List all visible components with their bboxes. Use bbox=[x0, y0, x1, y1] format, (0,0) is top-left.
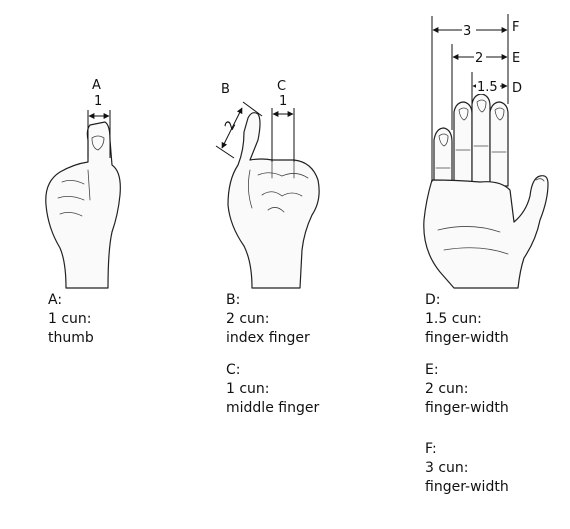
label-f-letter: F bbox=[512, 20, 519, 35]
caption-a: A: 1 cun: thumb bbox=[48, 291, 94, 348]
caption-a-desc: thumb bbox=[48, 330, 94, 346]
caption-d-measure: 1.5 cun: bbox=[425, 311, 482, 327]
caption-c-measure: 1 cun: bbox=[226, 381, 270, 397]
caption-b: B: 2 cun: index finger bbox=[226, 291, 310, 348]
caption-d-head: D: bbox=[425, 292, 441, 308]
caption-e-head: E: bbox=[425, 362, 439, 378]
caption-f-desc: finger-width bbox=[425, 479, 509, 495]
caption-b-head: B: bbox=[226, 292, 241, 308]
measure-c: C 1 bbox=[271, 79, 295, 162]
label-b-letter: B bbox=[221, 82, 230, 97]
caption-f: F: 3 cun: finger-width bbox=[425, 440, 509, 497]
caption-b-measure: 2 cun: bbox=[226, 311, 270, 327]
caption-f-head: F: bbox=[425, 441, 437, 457]
label-f-value: 3 bbox=[463, 24, 471, 39]
caption-a-measure: 1 cun: bbox=[48, 311, 92, 327]
thumb-hand-illustration bbox=[45, 121, 121, 289]
label-e-value: 2 bbox=[475, 51, 483, 66]
caption-d: D: 1.5 cun: finger-width bbox=[425, 291, 509, 348]
caption-a-head: A: bbox=[48, 292, 63, 308]
caption-c-desc: middle finger bbox=[226, 400, 320, 416]
caption-c-head: C: bbox=[226, 362, 241, 378]
caption-d-desc: finger-width bbox=[425, 330, 509, 346]
label-d-letter: D bbox=[512, 81, 522, 96]
measure-def: 3 2 1.5 F E D bbox=[431, 14, 522, 182]
cun-measurement-diagram: A 1 B 2 C 1 bbox=[45, 14, 549, 289]
label-d-value: 1.5 bbox=[477, 80, 498, 95]
label-a-value: 1 bbox=[94, 94, 102, 109]
caption-e-measure: 2 cun: bbox=[425, 381, 469, 397]
label-b-value: 2 bbox=[222, 119, 239, 133]
label-c-letter: C bbox=[277, 79, 286, 94]
caption-e-desc: finger-width bbox=[425, 400, 509, 416]
measure-a: A 1 bbox=[87, 78, 111, 158]
label-a-letter: A bbox=[92, 78, 101, 93]
caption-c: C: 1 cun: middle finger bbox=[226, 361, 319, 418]
caption-b-desc: index finger bbox=[226, 330, 310, 346]
label-e-letter: E bbox=[512, 51, 520, 66]
caption-e: E: 2 cun: finger-width bbox=[425, 361, 509, 418]
label-c-value: 1 bbox=[279, 94, 287, 109]
open-hand-illustration bbox=[423, 93, 549, 289]
index-middle-hand-illustration bbox=[227, 112, 320, 289]
caption-f-measure: 3 cun: bbox=[425, 460, 469, 476]
